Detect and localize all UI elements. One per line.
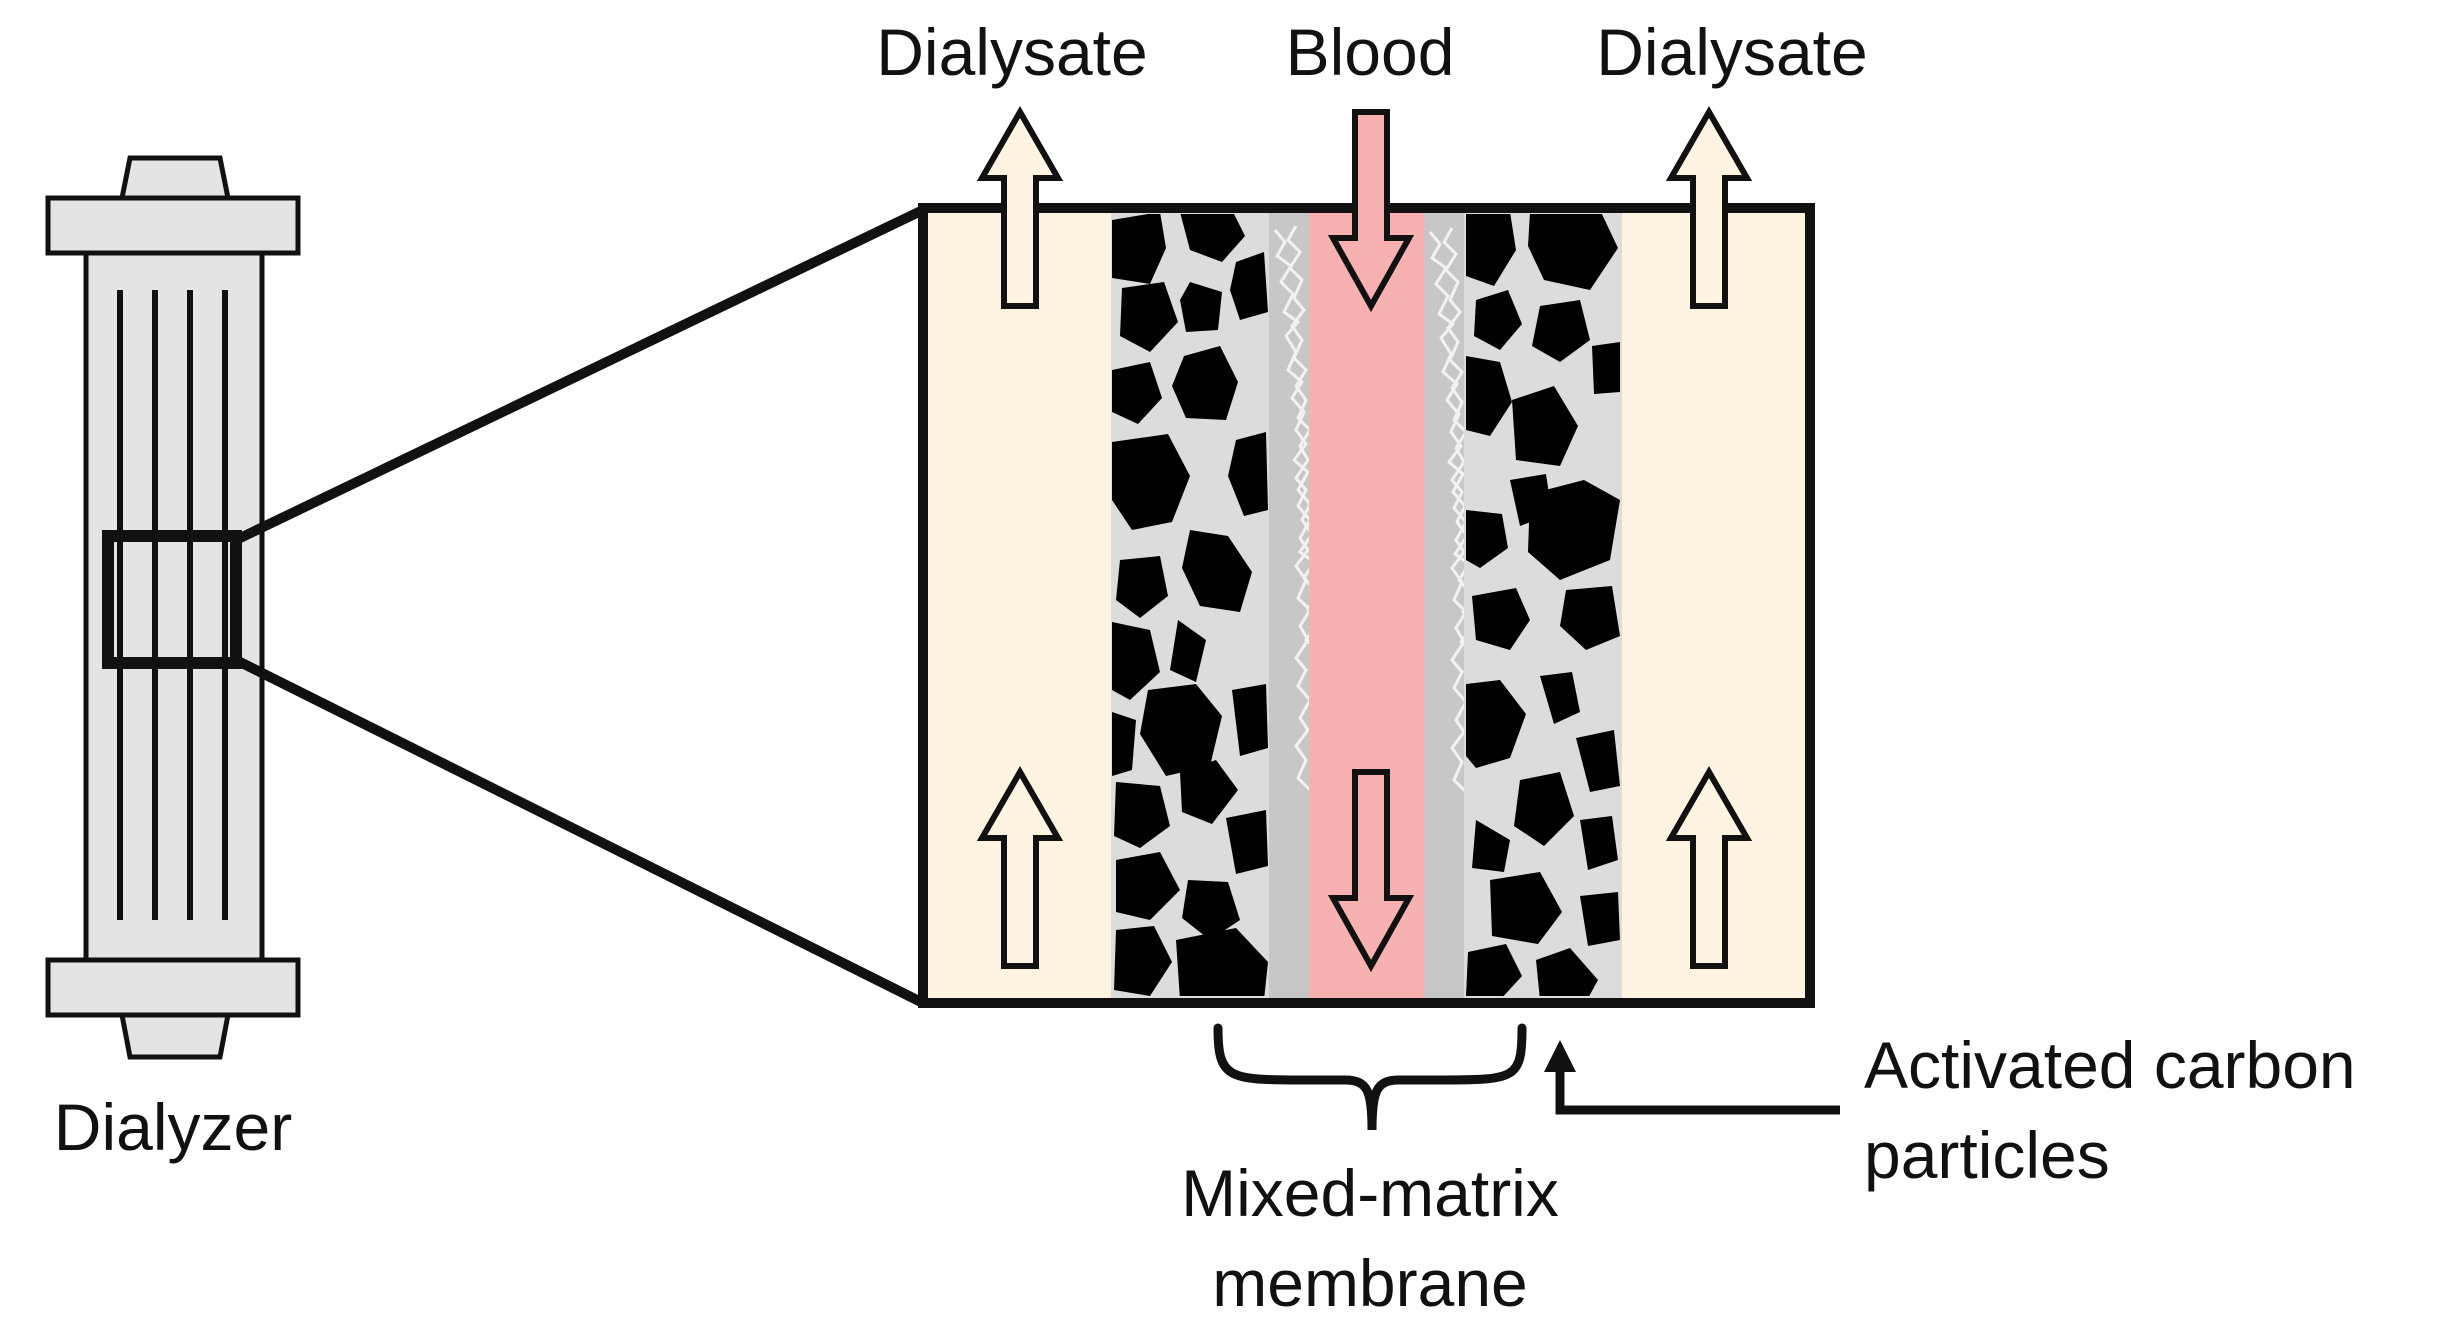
carbon-particle: [1230, 252, 1268, 320]
label-blood: Blood: [1286, 15, 1455, 89]
carbon-particle: [1560, 586, 1620, 650]
hollow-fibers: [117, 290, 228, 920]
carbon-particle: [1112, 622, 1160, 700]
carbon-particle: [1528, 214, 1618, 290]
carbon-particle: [1180, 282, 1222, 332]
carbon-particle: [1490, 872, 1562, 944]
carbon-particle: [1514, 772, 1574, 846]
elbow-arrow-icon: [1544, 1040, 1840, 1115]
arrow-up-icon: [1665, 105, 1753, 309]
porous-polymer-layer: [1269, 208, 1488, 1003]
carbon-particle: [1182, 880, 1240, 940]
membrane-wall-left: [1111, 208, 1269, 1003]
carbon-particle: [1512, 386, 1578, 466]
carbon-particle: [1592, 342, 1620, 394]
cross-section: [918, 105, 1815, 1008]
label-membrane-line2: membrane: [1212, 1246, 1527, 1320]
zoom-region-box: [102, 530, 242, 669]
dialyzer-bottom-cap: [45, 957, 301, 1018]
label-activated-carbon-line2: particles: [1864, 1118, 2110, 1192]
carbon-particle: [1116, 556, 1168, 618]
dialyzer-bottom-nozzle: [118, 1012, 232, 1060]
carbon-particle: [1466, 944, 1522, 996]
label-dialysate-right: Dialysate: [1596, 15, 1867, 89]
carbon-particle: [1472, 588, 1530, 650]
carbon-particle: [1112, 362, 1162, 424]
carbon-particle: [1170, 620, 1206, 682]
carbon-particle: [1120, 282, 1178, 352]
carbon-particle: [1228, 432, 1268, 516]
carbon-particle: [1140, 684, 1222, 776]
carbon-particle: [1176, 928, 1268, 996]
carbon-particle: [1466, 680, 1526, 768]
carbon-particle: [1466, 214, 1516, 286]
membrane-wall-right: [1464, 208, 1622, 1003]
zoom-connectors: [233, 205, 926, 1008]
carbon-particle: [1576, 730, 1620, 792]
label-activated-carbon-line1: Activated carbon: [1864, 1028, 2356, 1102]
dialyzer-top-nozzle: [118, 155, 232, 201]
carbon-particle: [1112, 712, 1136, 776]
arrow-up-icon: [976, 765, 1064, 969]
carbon-particle: [1466, 356, 1512, 436]
carbon-particle: [1114, 782, 1170, 848]
carbon-particle: [1474, 290, 1522, 350]
label-membrane-line1: Mixed-matrix: [1181, 1156, 1559, 1230]
carbon-particle: [1114, 926, 1172, 996]
flow-arrows: [976, 105, 1753, 973]
carbon-particle: [1112, 434, 1190, 530]
carbon-particle: [1580, 816, 1618, 870]
carbon-particle: [1580, 892, 1620, 946]
carbon-particle: [1182, 530, 1252, 612]
arrow-down-icon: [1327, 109, 1415, 313]
carbon-particle: [1466, 510, 1508, 568]
carbon-particle: [1226, 810, 1268, 874]
carbon-particle: [1112, 214, 1166, 284]
carbon-particle: [1532, 300, 1590, 362]
carbon-particle: [1180, 214, 1245, 262]
carbon-particle: [1180, 760, 1238, 824]
dialyzer-top-cap: [45, 195, 301, 256]
carbon-particle: [1540, 672, 1580, 724]
arrow-up-icon: [1665, 765, 1753, 969]
dialyzer: [45, 155, 301, 1060]
carbon-particle: [1172, 346, 1238, 420]
arrow-down-icon: [1327, 769, 1415, 973]
label-dialyzer: Dialyzer: [54, 1090, 292, 1164]
arrow-up-icon: [976, 105, 1064, 309]
carbon-particle: [1536, 948, 1598, 996]
label-dialysate-left: Dialysate: [876, 15, 1147, 89]
carbon-particle: [1528, 480, 1620, 580]
carbon-particle: [1472, 820, 1510, 872]
carbon-particle: [1232, 684, 1268, 756]
carbon-particle: [1116, 852, 1180, 920]
curly-brace-icon: [1213, 1023, 1527, 1131]
